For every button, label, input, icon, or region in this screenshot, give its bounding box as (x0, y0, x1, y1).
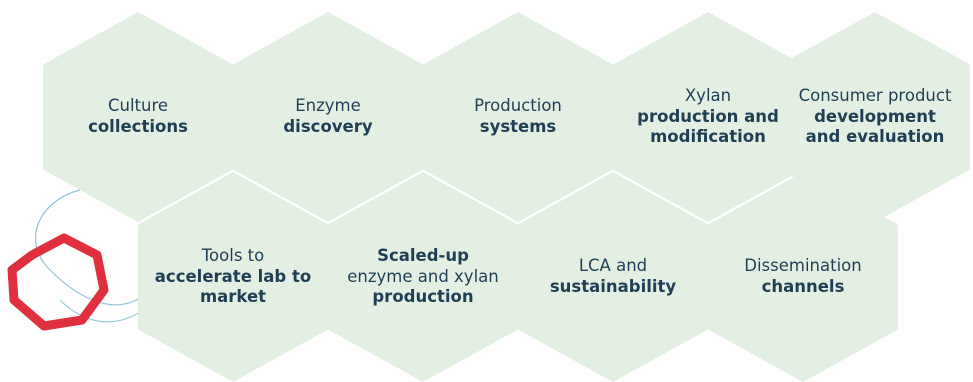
hex-label-line: systems (479, 117, 557, 136)
hex-label-line: production and modification (637, 106, 779, 147)
hex-label-line: development and evaluation (805, 106, 945, 147)
hex-label-line: discovery (283, 117, 373, 136)
hex-label-line: collections (88, 117, 188, 136)
hex-label-line: Production (474, 96, 562, 116)
hex-label-line: Culture (107, 96, 169, 116)
hex-lca[interactable]: LCA and sustainability (518, 172, 708, 382)
hex-label-line: channels (761, 277, 845, 296)
accent-ring-icon (7, 233, 109, 331)
hex-label-line: Tools to (201, 246, 265, 266)
hex-xylan-production[interactable]: Xylan production and modification (613, 12, 803, 222)
hex-label-line: accelerate lab to market (154, 266, 312, 307)
connector-line (34, 189, 151, 306)
hex-label-line: enzyme and xylan (347, 266, 499, 286)
hex-dissemination[interactable]: Dissemination channels (708, 172, 898, 382)
hex-label-line: Enzyme (295, 96, 361, 116)
hex-label-line: Consumer product (798, 86, 952, 106)
hex-label-line: sustainability (549, 277, 677, 296)
hex-label-line: production (372, 287, 474, 307)
hex-label-line: Dissemination (744, 256, 862, 276)
hex-label-line: LCA and (578, 256, 648, 276)
hex-label-line: Xylan (684, 86, 732, 106)
hex-label-line: Scaled-up (377, 246, 469, 266)
